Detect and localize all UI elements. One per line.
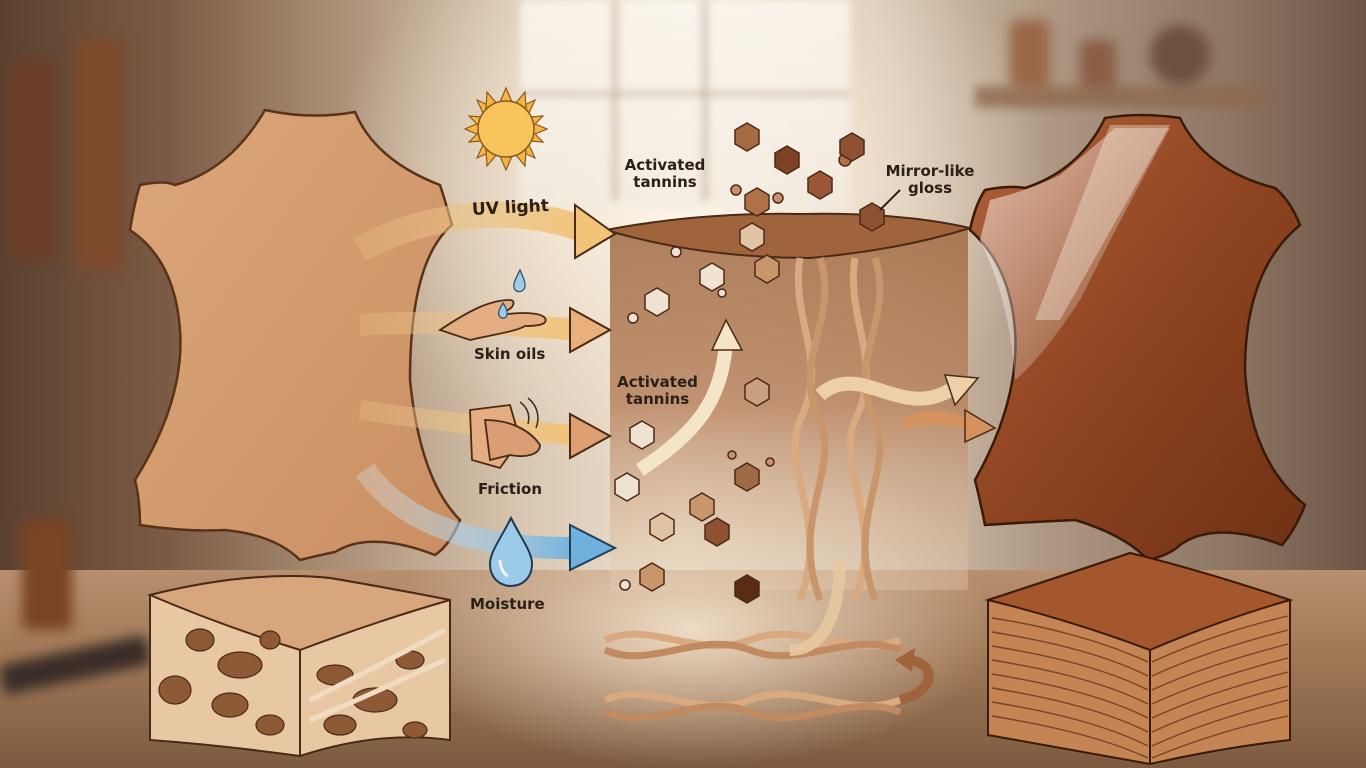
hand-with-drops-icon — [437, 268, 547, 341]
gloss-streak — [1035, 125, 1170, 320]
fiber-down-arrow — [789, 559, 846, 656]
mirror-gloss-label: Mirror-like gloss — [885, 162, 975, 197]
water-drop-icon — [488, 515, 534, 588]
transfer-arrow — [815, 376, 954, 406]
background-jar — [22, 520, 72, 630]
activated-tannins-label-mid: Activated tannins — [617, 373, 698, 408]
vertical-collagen-fibers — [791, 256, 884, 602]
tannin-molecules — [614, 122, 885, 604]
factor-label-skin-oils: Skin oils — [474, 345, 546, 363]
uv-arrow — [353, 201, 590, 262]
compact-leather-block — [984, 551, 1294, 766]
hanging-leather — [75, 40, 125, 270]
shelf-jar — [1080, 40, 1116, 90]
activated-tannins-label-top: Activated tannins — [624, 156, 706, 191]
window-frame-bar — [700, 0, 710, 200]
moisture-arrow — [355, 463, 581, 560]
hanging-leather — [10, 60, 55, 260]
window-frame-bar — [520, 90, 850, 98]
tannin-rise-arrow — [636, 344, 733, 476]
porous-leather-block — [146, 575, 451, 758]
cross-link-arrow — [898, 655, 934, 705]
factor-label-uv-light: UV light — [471, 196, 550, 221]
gloss-highlight — [980, 128, 1170, 380]
factor-label-friction: Friction — [478, 480, 543, 498]
background-window — [520, 0, 850, 210]
gloss-pointer-line — [879, 189, 901, 211]
rubbing-hands-icon — [469, 397, 541, 470]
raw-leather-hide — [128, 108, 462, 562]
shelf-bowl — [1150, 25, 1210, 85]
shelf-jar — [1010, 20, 1050, 90]
factor-label-moisture: Moisture — [470, 595, 545, 613]
table-light — [380, 570, 1000, 768]
window-frame-bar — [610, 0, 620, 200]
background-shelf — [975, 86, 1265, 108]
sun-icon — [463, 86, 549, 172]
horizontal-collagen-fibers — [603, 630, 902, 722]
